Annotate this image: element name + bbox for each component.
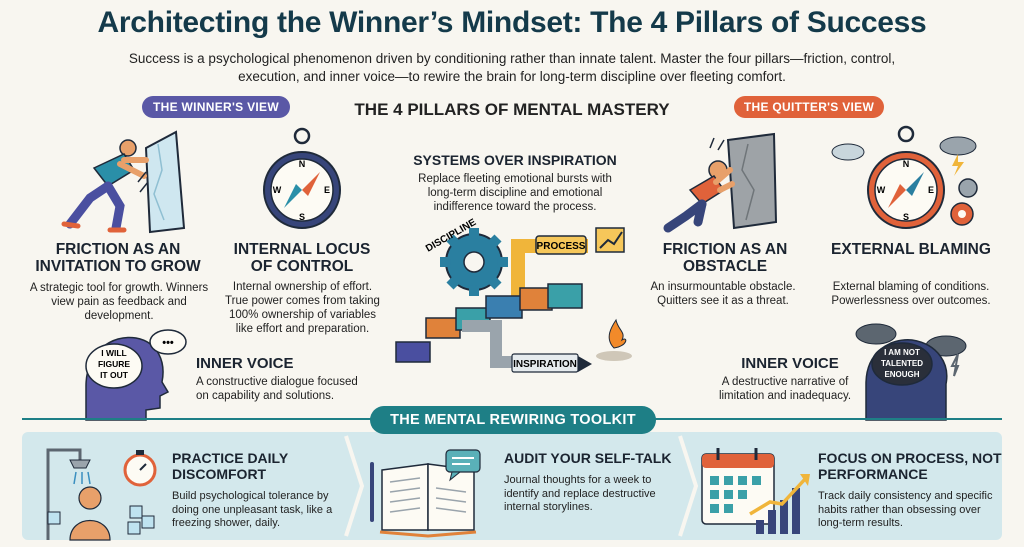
toolkit-card-discomfort: PRACTICE DAILY DISCOMFORT Build psycholo… — [172, 450, 342, 531]
stopwatch-icon — [123, 450, 157, 487]
toolkit-card-process: FOCUS ON PROCESS, NOT PERFORMANCE Track … — [818, 450, 1004, 531]
svg-text:FIGURE: FIGURE — [98, 359, 130, 369]
shower-icon — [46, 448, 157, 541]
card-desc: Track daily consistency and specific hab… — [818, 490, 993, 529]
toolkit-panel — [22, 432, 1002, 540]
pillars-heading: THE 4 PILLARS OF MENTAL MASTERY — [354, 100, 670, 119]
growth-chart-icon — [749, 474, 810, 534]
winner-view-badge: THE WINNER'S VIEW — [142, 96, 290, 118]
compass-icon: N S W E — [263, 127, 341, 229]
svg-text:S: S — [903, 212, 909, 222]
chat-bubble-icon — [445, 449, 481, 482]
svg-text:•••: ••• — [162, 337, 174, 349]
campfire-icon — [596, 318, 632, 361]
winner-friction-title: FRICTION AS AN INVITATION TO GROW — [35, 241, 201, 275]
card-title: FOCUS ON PROCESS, NOT PERFORMANCE — [818, 450, 1002, 482]
winner-inner-voice-desc: A constructive dialogue focused on capab… — [196, 376, 358, 402]
storm-compass-icon: N S W E — [831, 125, 978, 229]
quitter-inner-voice-desc: A destructive narrative of limitation an… — [718, 376, 852, 402]
page-title: Architecting the Winner’s Mindset: The 4… — [97, 6, 927, 39]
head-thought-icon: I WILL FIGURE IT OUT ••• — [85, 329, 187, 421]
quitter-friction-title: FRICTION AS AN OBSTACLE — [662, 241, 788, 275]
runner-pushing-wall-icon — [61, 130, 186, 234]
svg-text:N: N — [903, 159, 910, 169]
toolkit-separators — [344, 435, 699, 537]
svg-text:I AM NOT: I AM NOT — [884, 348, 920, 357]
quitter-blaming-desc: External blaming of conditions. Powerles… — [831, 281, 991, 307]
quitter-pushing-wall-icon — [663, 132, 778, 233]
card-desc: Journal thoughts for a week to identify … — [504, 474, 656, 513]
card-title: PRACTICE DAILY DISCOMFORT — [172, 450, 288, 482]
svg-text:W: W — [877, 185, 886, 195]
growth-chart-icon — [595, 227, 625, 253]
gear-icon — [440, 228, 508, 296]
winner-friction-desc: A strategic tool for growth. Winners vie… — [29, 282, 209, 322]
winner-locus-desc: Internal ownership of effort. True power… — [225, 281, 380, 335]
cloud-icon — [831, 143, 865, 161]
svg-text:I WILL: I WILL — [101, 348, 127, 358]
systems-pipeline-diagram: DISCIPLINE PROCESS INSPIRATION — [395, 217, 632, 373]
toolkit-heading: THE MENTAL REWIRING TOOLKIT — [370, 406, 656, 434]
journal-icon — [370, 449, 481, 538]
svg-text:TALENTED: TALENTED — [881, 359, 923, 368]
svg-text:IT OUT: IT OUT — [100, 370, 129, 380]
winner-inner-voice-title: INNER VOICE — [196, 355, 294, 372]
svg-text:E: E — [324, 185, 330, 195]
quitter-blaming-title: EXTERNAL BLAMING — [831, 241, 991, 258]
card-title: AUDIT YOUR SELF-TALK — [504, 450, 672, 466]
inspiration-label: INSPIRATION — [513, 359, 577, 370]
systems-title: SYSTEMS OVER INSPIRATION — [413, 152, 617, 168]
toolkit-card-self-talk: AUDIT YOUR SELF-TALK Journal thoughts fo… — [504, 450, 672, 515]
page-subtitle: Success is a psychological phenomenon dr… — [128, 51, 896, 84]
winner-locus-title: INTERNAL LOCUS OF CONTROL — [233, 241, 371, 275]
svg-text:W: W — [273, 185, 282, 195]
calendar-icon — [701, 448, 810, 534]
svg-text:E: E — [928, 185, 934, 195]
svg-text:S: S — [299, 212, 305, 222]
quitter-friction-desc: An insurmountable obstacle. Quitters see… — [650, 281, 796, 307]
thought-bubble-icon: ••• — [149, 329, 187, 355]
systems-desc: Replace fleeting emotional bursts with l… — [418, 173, 612, 213]
process-label: PROCESS — [537, 241, 586, 252]
quitter-view-badge: THE QUITTER'S VIEW — [734, 96, 884, 118]
quitter-inner-voice-title: INNER VOICE — [741, 355, 839, 372]
svg-text:ENOUGH: ENOUGH — [884, 370, 919, 379]
gear-icon — [950, 178, 978, 226]
storm-cloud-icon — [939, 136, 977, 176]
storm-head-icon: I AM NOT TALENTED ENOUGH — [855, 323, 967, 421]
svg-text:N: N — [299, 159, 306, 169]
card-desc: Build psychological tolerance by doing o… — [172, 490, 333, 529]
